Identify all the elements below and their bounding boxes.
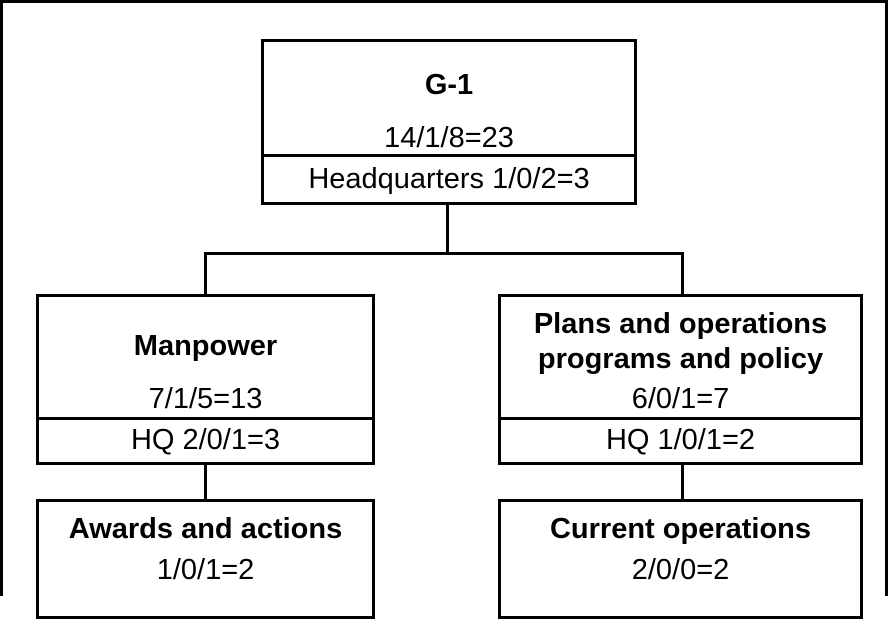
awards-box: Awards and actions 1/0/1=2 <box>36 499 375 619</box>
plans-box: Plans and operations programs and policy… <box>498 294 863 465</box>
manpower-count: 7/1/5=13 <box>148 383 263 415</box>
manpower-box: Manpower 7/1/5=13 HQ 2/0/1=3 <box>36 294 375 465</box>
current-box: Current operations 2/0/0=2 <box>498 499 863 619</box>
current-count: 2/0/0=2 <box>631 554 730 586</box>
g1-box: G-1 14/1/8=23 Headquarters 1/0/2=3 <box>261 39 637 205</box>
manpower-title: Manpower <box>133 330 278 362</box>
diagram-frame <box>0 0 888 596</box>
awards-title: Awards and actions <box>68 513 343 545</box>
connector-to-manpower <box>204 252 207 296</box>
plans-title-line2: programs and policy <box>537 343 824 375</box>
manpower-hq: HQ 2/0/1=3 <box>39 417 372 462</box>
current-title: Current operations <box>549 513 812 545</box>
connector-plans-current <box>681 462 684 502</box>
plans-count: 6/0/1=7 <box>631 383 730 415</box>
awards-count: 1/0/1=2 <box>156 554 255 586</box>
g1-title: G-1 <box>424 69 474 101</box>
connector-g1-down <box>446 203 449 255</box>
g1-count: 14/1/8=23 <box>384 122 514 154</box>
g1-headquarters: Headquarters 1/0/2=3 <box>264 154 634 202</box>
connector-horizontal <box>204 252 684 255</box>
plans-title-line1: Plans and operations <box>533 308 828 340</box>
connector-to-plans <box>681 252 684 296</box>
plans-hq: HQ 1/0/1=2 <box>501 417 860 462</box>
connector-manpower-awards <box>204 462 207 502</box>
